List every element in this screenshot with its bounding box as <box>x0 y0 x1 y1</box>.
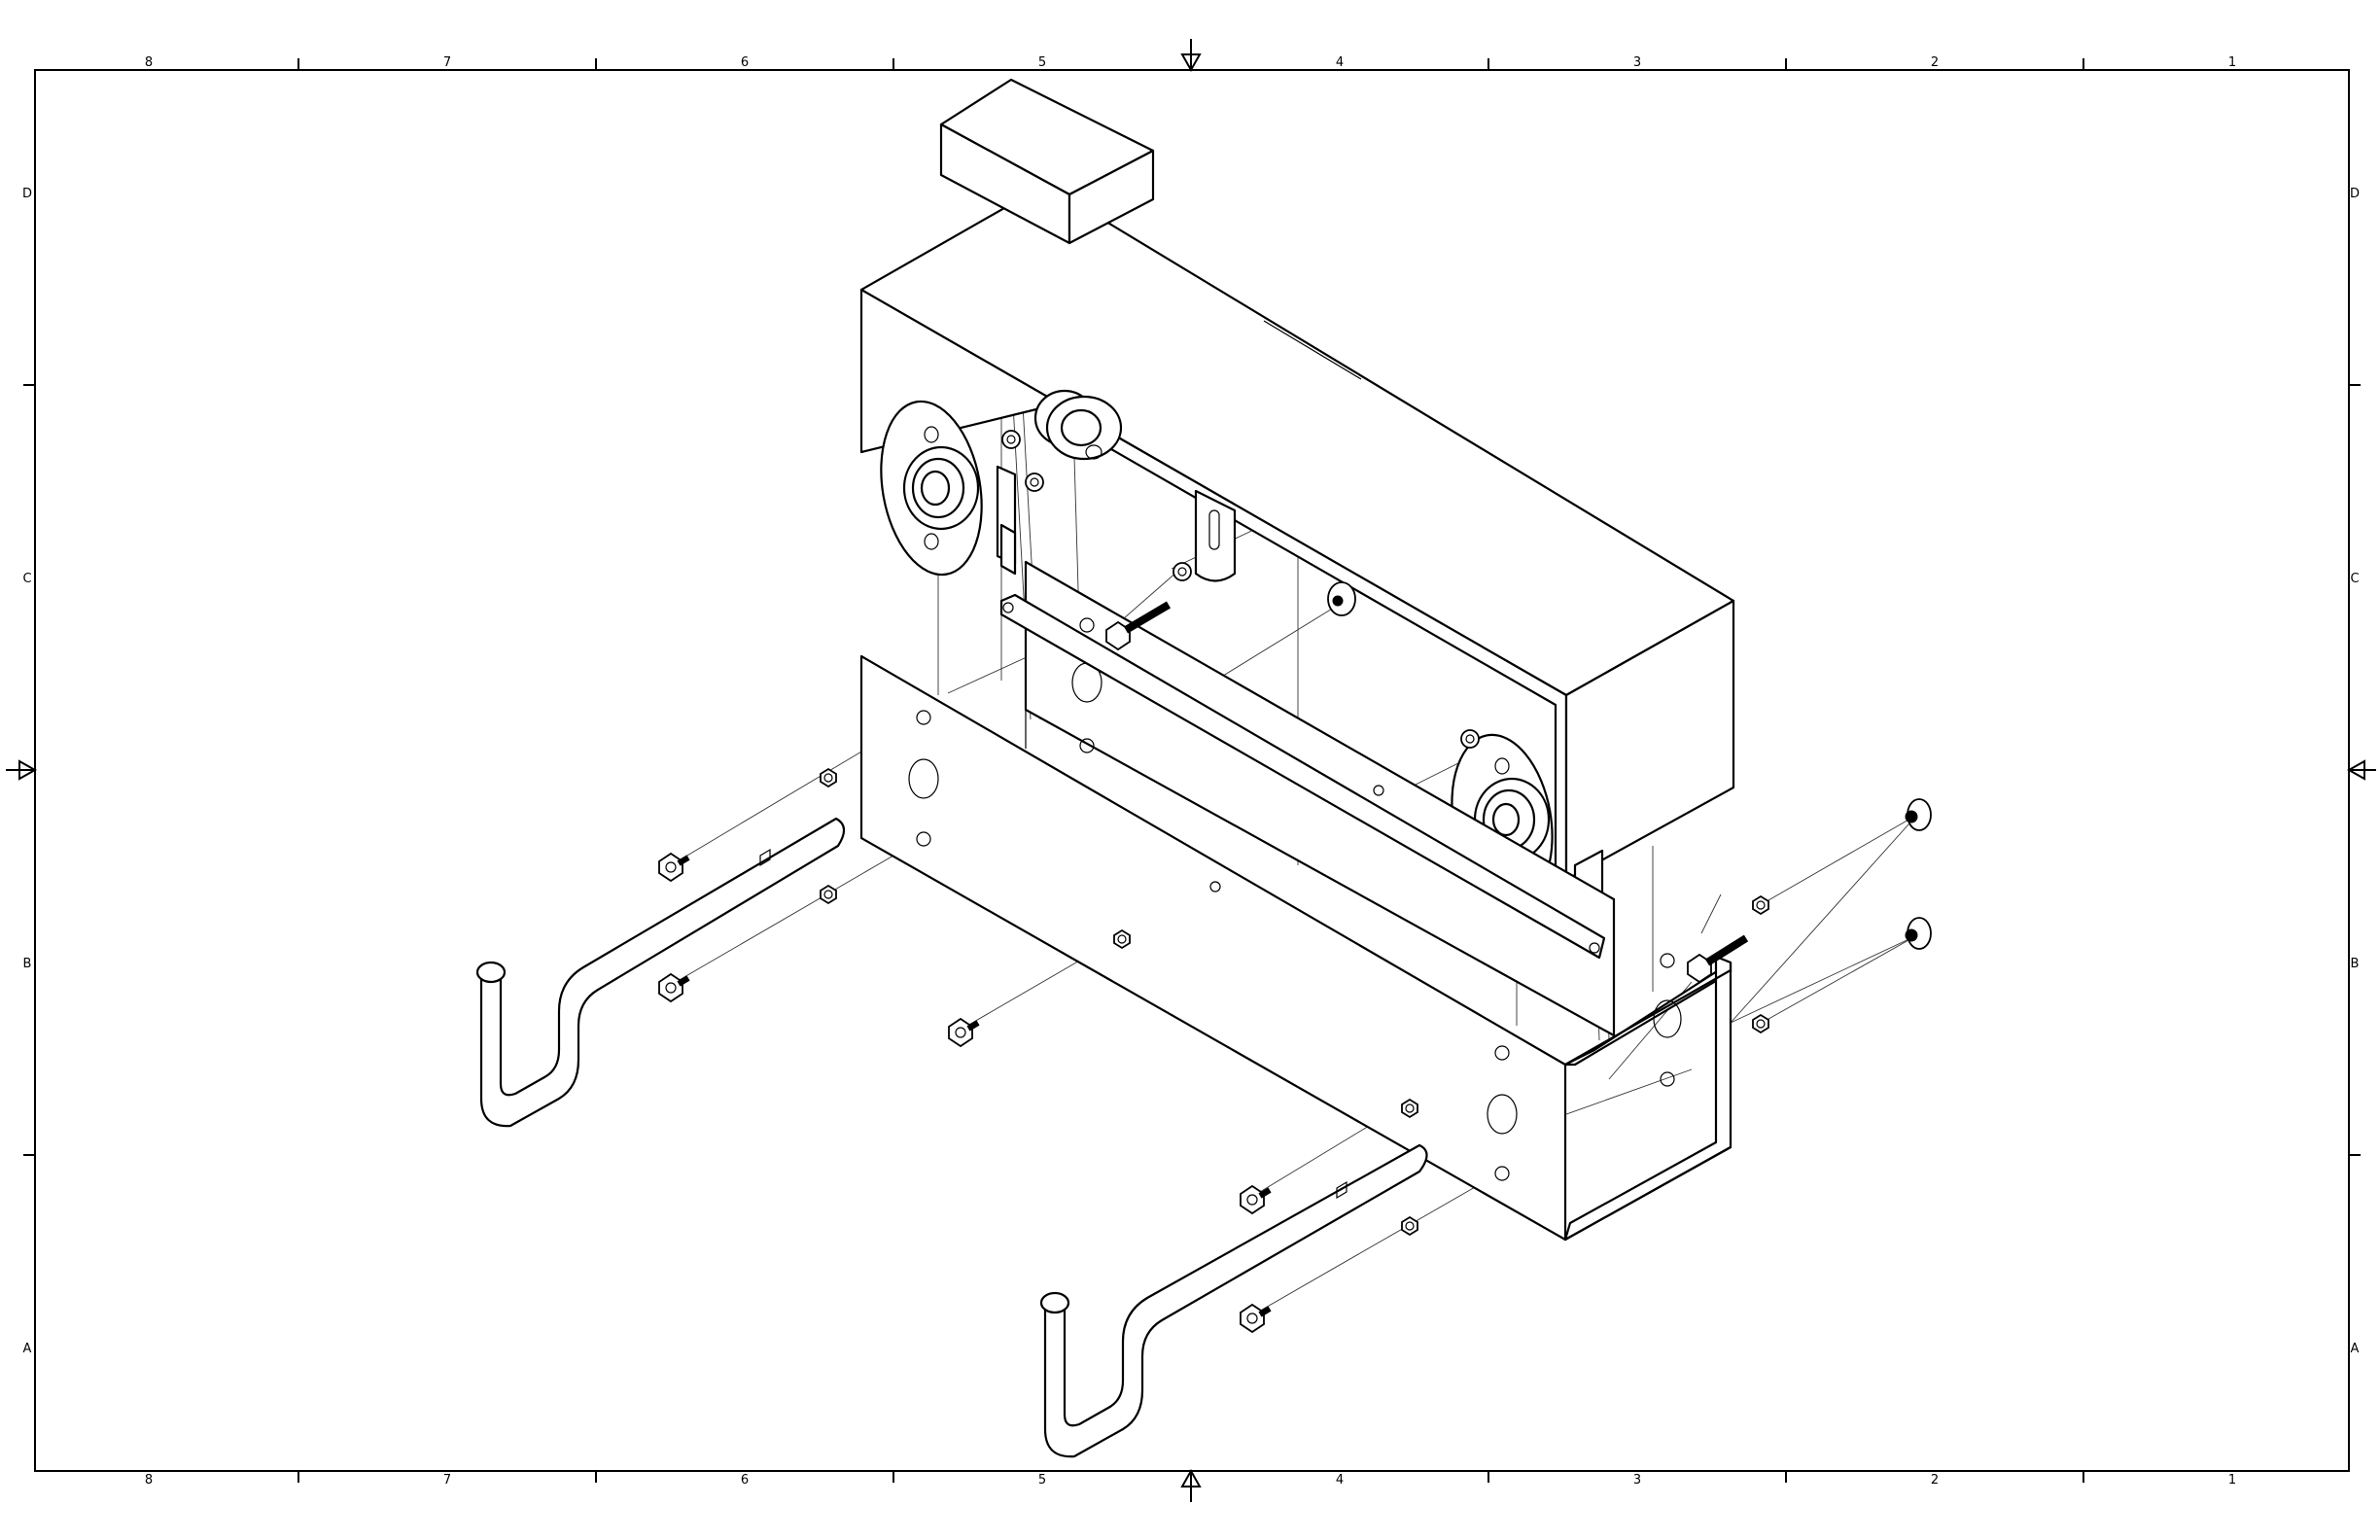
zone-labels-right: D C B A <box>2350 187 2360 1356</box>
handle-left <box>475 817 846 1128</box>
fasteners <box>658 601 1932 1334</box>
zone-label-right-C: C <box>2350 572 2359 586</box>
zone-label-top-2: 2 <box>1931 55 1939 70</box>
inner-panel <box>1024 560 1616 1037</box>
zone-label-bottom-5: 5 <box>1038 1473 1046 1488</box>
hex-nut <box>1752 1013 1769 1034</box>
zone-label-top-6: 6 <box>741 55 749 70</box>
zone-label-bottom-1: 1 <box>2228 1473 2236 1488</box>
hex-nut <box>1401 1215 1418 1237</box>
slotted-bracket <box>1194 489 1237 582</box>
zone-labels-top: 8 7 6 5 4 3 2 1 <box>145 55 2236 70</box>
zone-label-top-1: 1 <box>2228 55 2236 70</box>
long-bolt <box>1687 934 1749 984</box>
zone-label-right-A: A <box>2351 1342 2360 1356</box>
hex-nut <box>820 767 837 788</box>
hex-nut <box>820 884 837 905</box>
hex-nut <box>1401 1098 1418 1119</box>
front-cover-channel <box>859 654 1732 1242</box>
border-ticks <box>23 58 2361 1483</box>
sensor-box-side <box>1068 149 1155 245</box>
hex-nut <box>1752 894 1769 916</box>
zone-label-bottom-2: 2 <box>1931 1473 1939 1488</box>
zone-label-right-B: B <box>2351 957 2360 971</box>
guide-strip <box>996 465 1017 576</box>
tie-rod <box>999 593 1606 960</box>
hex-bolt <box>1240 1184 1272 1215</box>
zone-labels-bottom: 8 7 6 5 4 3 2 1 <box>145 1473 2236 1488</box>
sensor-box <box>939 78 1155 245</box>
flange-bearing-left <box>880 400 983 577</box>
pan-head-screw <box>1905 798 1932 831</box>
hex-bolt <box>658 972 690 1003</box>
zone-label-top-3: 3 <box>1633 55 1641 70</box>
hex-bolt <box>948 1017 980 1048</box>
zone-label-bottom-7: 7 <box>443 1473 451 1488</box>
zone-label-top-8: 8 <box>145 55 153 70</box>
hex-bolt <box>1240 1303 1272 1334</box>
handle-right <box>1039 1143 1428 1458</box>
hex-nut <box>1113 928 1131 950</box>
zone-label-left-C: C <box>22 572 31 586</box>
housing-channel <box>859 183 1735 882</box>
zone-label-bottom-6: 6 <box>741 1473 749 1488</box>
zone-label-left-D: D <box>22 187 32 201</box>
zone-label-top-7: 7 <box>443 55 451 70</box>
hex-bolt <box>658 852 690 883</box>
centering-marks <box>6 39 2376 1502</box>
zone-label-top-4: 4 <box>1336 55 1344 70</box>
zone-label-right-D: D <box>2350 187 2360 201</box>
flange-bearing-rear <box>1033 389 1123 461</box>
zone-labels-left: D C B A <box>22 187 32 1356</box>
long-bolt <box>1105 601 1172 651</box>
zone-label-bottom-4: 4 <box>1336 1473 1344 1488</box>
zone-label-left-A: A <box>23 1342 32 1356</box>
zone-label-left-B: B <box>23 957 32 971</box>
zone-label-bottom-8: 8 <box>145 1473 153 1488</box>
zone-label-top-5: 5 <box>1038 55 1046 70</box>
housing-end-face <box>1564 599 1735 882</box>
housing-top-face <box>859 183 1735 697</box>
nuts-on-housing <box>1001 430 1480 749</box>
pan-head-screw <box>1905 917 1932 950</box>
zone-label-bottom-3: 3 <box>1633 1473 1641 1488</box>
